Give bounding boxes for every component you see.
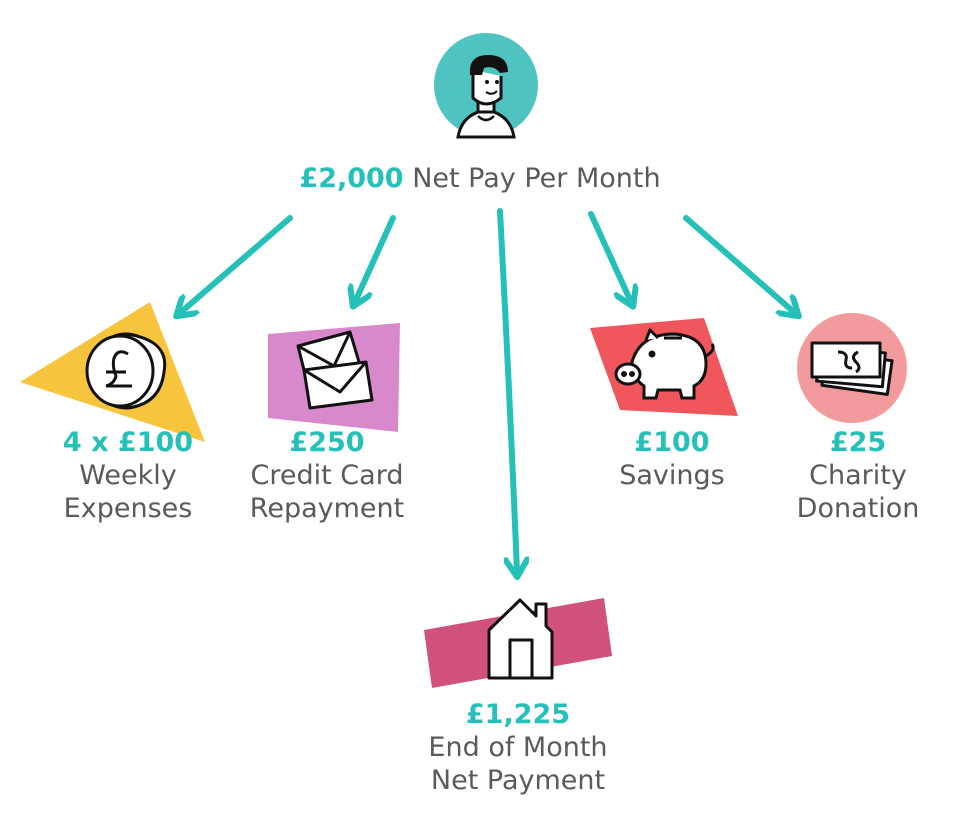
credit-card-label: £250 Credit Card Repayment [227,426,427,525]
arrow-to-savings [588,211,631,302]
house-icon [487,598,554,680]
charity-graphic [797,313,907,423]
weekly-expenses-label: 4 x £100 Weekly Expenses [28,426,228,525]
weekly-expenses-graphic [20,302,205,442]
envelopes-icon [296,330,374,410]
cash-stack-icon [810,341,894,396]
end-of-month-line2: Net Payment [430,765,606,796]
net-pay-header: £2,000 Net Pay Per Month [0,163,960,194]
weekly-expenses-amount: 4 x £100 [62,427,194,458]
person-avatar-icon [434,33,538,139]
charity-line2: Donation [796,493,920,524]
credit-card-line1: Credit Card [250,460,404,491]
piggy-bank-icon [614,327,715,400]
charity-line1: Charity [809,460,907,491]
savings-label: £100 Savings [572,426,772,492]
weekly-expenses-line1: Weekly [79,460,177,491]
arrow-to-endmonth [497,208,517,572]
credit-card-graphic [268,323,400,432]
end-of-month-line1: End of Month [428,732,608,763]
savings-graphic [590,318,738,416]
end-of-month-graphic [424,598,612,688]
credit-card-line2: Repayment [249,493,405,524]
savings-amount: £100 [634,427,710,458]
charity-amount: £25 [829,427,887,458]
end-of-month-label: £1,225 End of Month Net Payment [398,698,638,797]
savings-line1: Savings [619,460,725,491]
arrow-to-charity [683,215,795,313]
flow-arrows [180,208,795,572]
weekly-expenses-line2: Expenses [63,493,193,524]
arrow-to-credit [355,215,396,302]
credit-card-amount: £250 [289,427,365,458]
pound-coin-icon [85,332,167,410]
net-pay-text: Net Pay Per Month [403,163,661,194]
arrow-to-weekly [180,215,293,313]
net-pay-amount: £2,000 [299,163,404,194]
charity-label: £25 Charity Donation [758,426,958,525]
end-of-month-amount: £1,225 [465,699,571,730]
